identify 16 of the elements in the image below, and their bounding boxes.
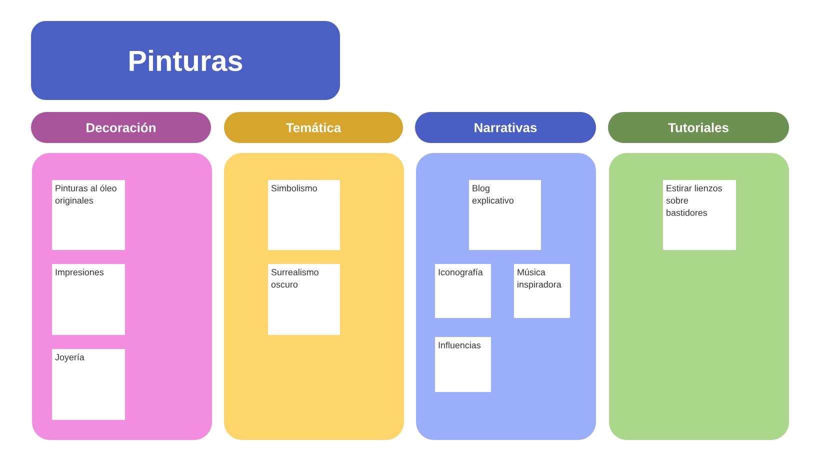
column-header: Temática (224, 112, 403, 143)
heading-box: Pinturas (31, 21, 340, 100)
column-header: Decoración (31, 112, 211, 143)
sticky-note: Surrealismo oscuro (268, 264, 340, 335)
sticky-note: Pinturas al óleo originales (52, 180, 125, 250)
sticky-note: Iconografía (435, 264, 491, 318)
column-header: Narrativas (415, 112, 596, 143)
sticky-note: Música inspiradora (514, 264, 570, 318)
column-header: Tutoriales (608, 112, 789, 143)
sticky-note: Estirar lienzos sobre bastidores (663, 180, 736, 250)
sticky-note: Influencias (435, 337, 491, 392)
sticky-note: Simbolismo (268, 180, 340, 250)
column-panel (609, 153, 789, 440)
sticky-note: Joyería (52, 349, 125, 420)
sticky-note: Impresiones (52, 264, 125, 335)
sticky-note: Blog explicativo (469, 180, 541, 250)
